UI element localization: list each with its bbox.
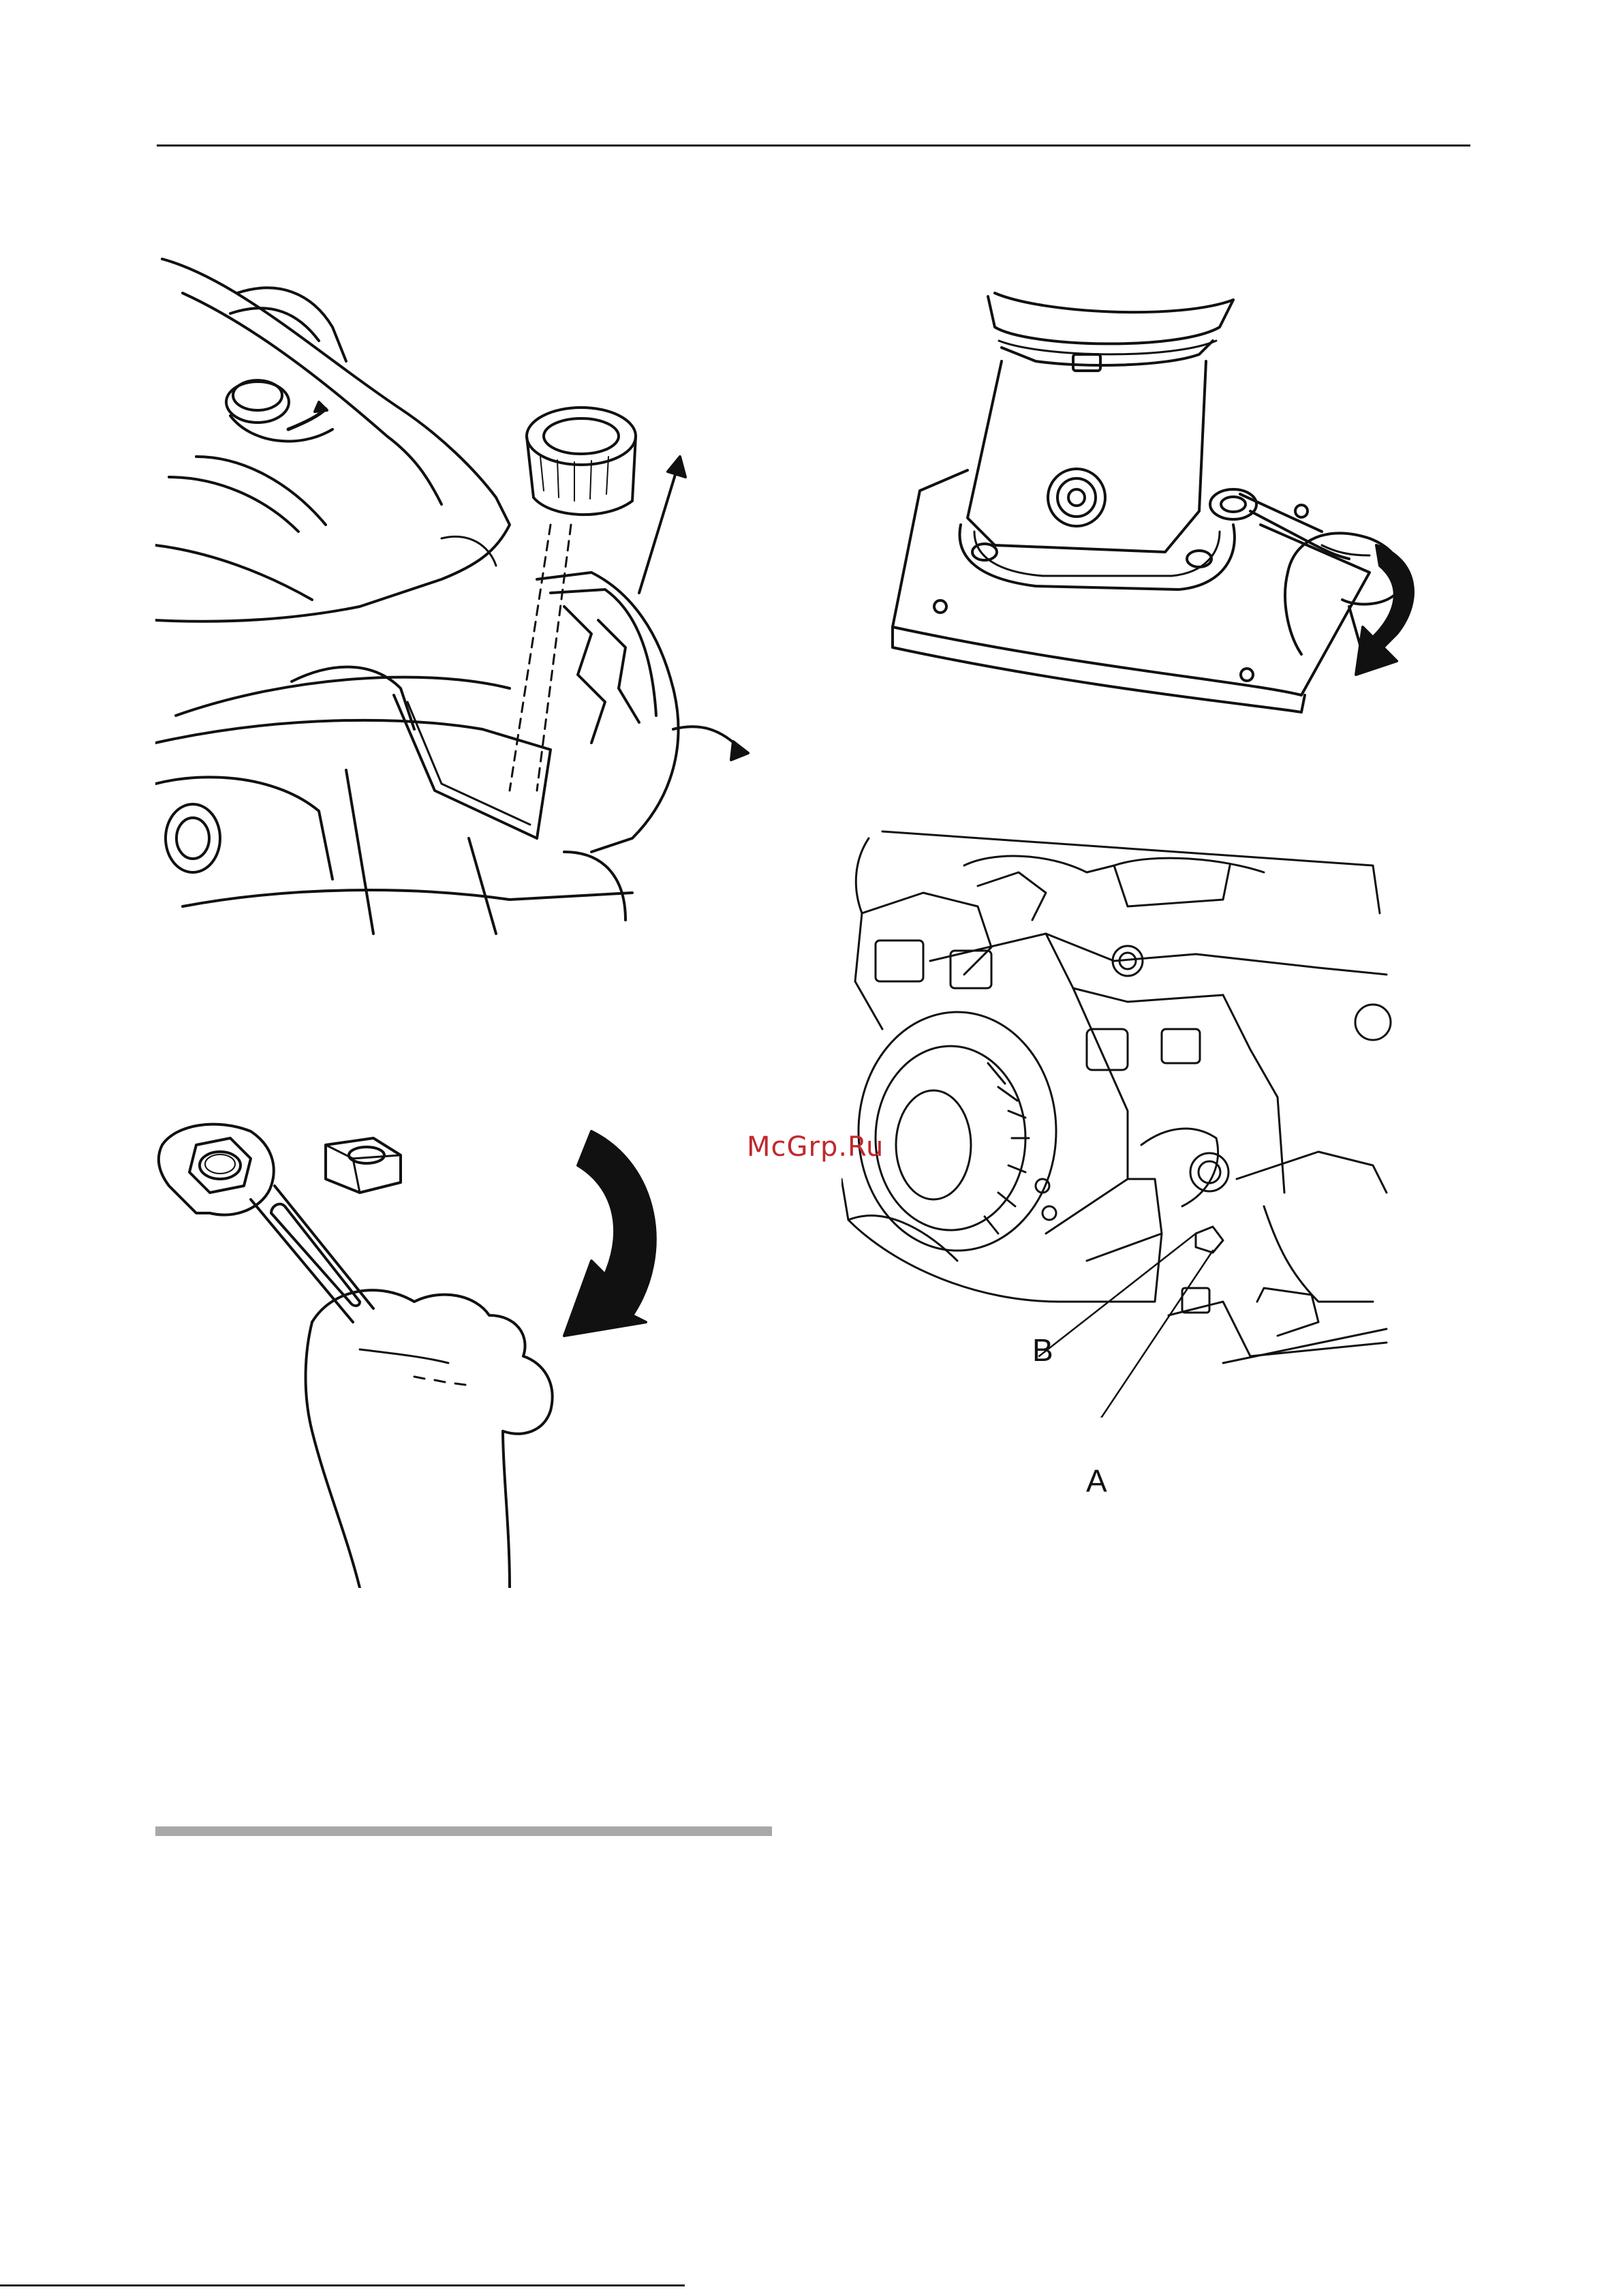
engine-drain-plug-illustration <box>841 825 1393 1418</box>
footer-rule <box>0 2284 685 2286</box>
watermark: McGrp.Ru <box>747 1131 884 1163</box>
callout-b-label: B <box>1032 1332 1053 1368</box>
air-filter-illustration <box>155 252 769 940</box>
header-rule <box>157 144 1470 147</box>
wrench-nut-tightening-illustration <box>155 1118 687 1588</box>
base-plate-wrench-illustration <box>879 286 1451 722</box>
section-divider <box>155 1826 772 1836</box>
callout-a-label: A <box>1086 1463 1107 1499</box>
